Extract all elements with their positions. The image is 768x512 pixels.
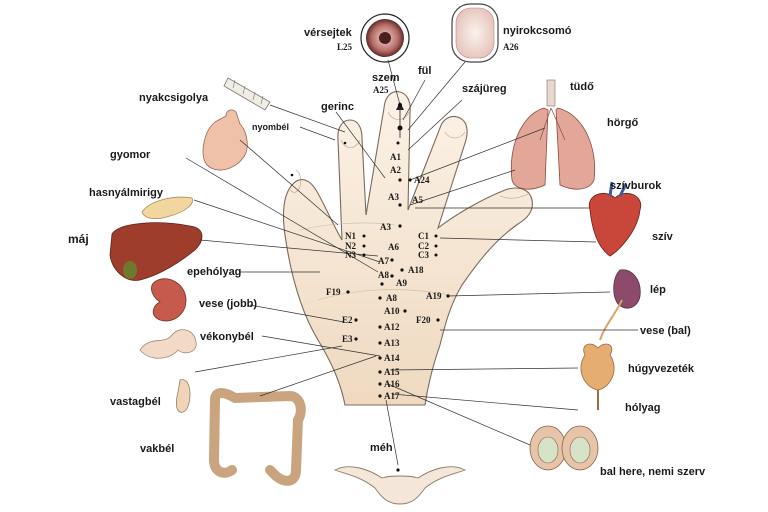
label-meh: méh <box>370 442 393 454</box>
code-A19: A19 <box>426 291 442 301</box>
uterus-illustration <box>333 466 467 505</box>
code-A24: A24 <box>414 175 430 185</box>
label-horgo: hörgő <box>607 117 638 129</box>
code-a25: A25 <box>373 85 389 95</box>
label-vakbel: vakbél <box>140 443 174 455</box>
code-A7: A7 <box>378 256 389 266</box>
code-A15: A15 <box>384 367 400 377</box>
spleen-illustration <box>599 269 641 341</box>
code-A8: A8 <box>378 270 389 280</box>
code-C3: C3 <box>418 250 429 260</box>
label-holyag: hólyag <box>625 402 660 414</box>
label-hasnyalmirigy: hasnyálmirigy <box>89 187 164 199</box>
code-A14: A14 <box>384 353 400 363</box>
code-A8b: A8 <box>386 293 397 303</box>
testes-illustration <box>529 425 599 471</box>
pancreas-illustration <box>141 196 193 220</box>
label-nyakcsigolya: nyakcsigolya <box>139 92 209 104</box>
code-A9: A9 <box>396 278 407 288</box>
stomach-illustration <box>202 109 248 171</box>
label-lep: lép <box>650 284 666 296</box>
organ-labels: vérsejtek L25 nyirokcsomó A26 szem A25 f… <box>68 25 706 478</box>
code-A1: A1 <box>390 152 401 162</box>
code-C1: C1 <box>418 231 429 241</box>
code-E2: E2 <box>342 315 353 325</box>
code-C2: C2 <box>418 241 429 251</box>
code-l25: L25 <box>337 42 353 52</box>
heart-illustration <box>588 181 642 257</box>
label-sziv: szív <box>652 231 674 243</box>
label-here: bal here, nemi szerv <box>600 466 706 478</box>
code-A10: A10 <box>384 306 400 316</box>
lungs-illustration <box>510 79 596 190</box>
label-gyomor: gyomor <box>110 149 151 161</box>
label-szem: szem <box>372 72 400 84</box>
code-A5: A5 <box>412 195 423 205</box>
code-a26: A26 <box>503 42 519 52</box>
code-A12: A12 <box>384 322 400 332</box>
blood-cells-illustration <box>360 13 410 63</box>
right-kidney-illustration <box>151 278 187 322</box>
code-A17: A17 <box>384 391 400 401</box>
label-vese-jobb: vese (jobb) <box>199 298 257 310</box>
label-vastagbel: vastagbél <box>110 396 161 408</box>
label-nyirokcsomo: nyirokcsomó <box>503 25 572 37</box>
liver-illustration <box>109 222 203 281</box>
code-A3: A3 <box>388 192 399 202</box>
label-ful: fül <box>418 65 431 77</box>
connector-lines <box>185 59 638 466</box>
hand <box>282 91 533 406</box>
label-hugyvezetek: húgyvezeték <box>628 363 695 375</box>
label-maj: máj <box>68 232 89 246</box>
label-gerinc: gerinc <box>321 101 354 113</box>
label-szajureg: szájüreg <box>462 83 507 95</box>
label-epeholyag: epehólyag <box>187 266 241 278</box>
code-A13: A13 <box>384 338 400 348</box>
cervical-spine-illustration <box>223 77 271 111</box>
code-A18: A18 <box>408 265 424 275</box>
lymph-node-illustration <box>451 3 499 63</box>
label-versejtek: vérsejtek <box>304 27 353 39</box>
point-codes: A1 A2 A24 A3 A5 A3 N1 N2 N3 C1 C2 C3 A6 … <box>326 152 442 401</box>
label-nyombel: nyombél <box>252 122 289 132</box>
code-F19: F19 <box>326 287 341 297</box>
bladder-illustration <box>580 343 615 410</box>
code-N1: N1 <box>345 231 356 241</box>
code-F20: F20 <box>416 315 431 325</box>
code-A6: A6 <box>388 242 399 252</box>
appendix-small-illustration <box>175 379 191 413</box>
code-E3: E3 <box>342 334 353 344</box>
label-tudo: tüdő <box>570 81 594 93</box>
code-N3: N3 <box>345 250 356 260</box>
label-vese-bal: vese (bal) <box>640 325 691 337</box>
label-szivburok: szívburok <box>610 180 662 192</box>
code-A16: A16 <box>384 379 400 389</box>
code-N2: N2 <box>345 241 356 251</box>
label-vekonybel: vékonybél <box>200 331 254 343</box>
hand-outline <box>282 91 533 406</box>
acupoint-dots <box>290 103 450 472</box>
code-A3b: A3 <box>380 222 391 232</box>
code-A2: A2 <box>390 165 401 175</box>
colon-illustration <box>208 388 306 486</box>
small-intestine-illustration <box>139 329 197 359</box>
